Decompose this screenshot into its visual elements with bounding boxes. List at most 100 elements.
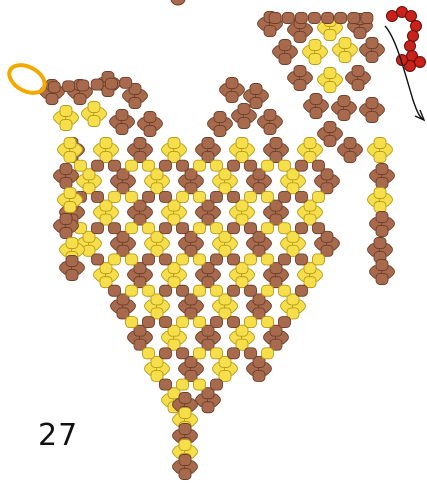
brown-bead xyxy=(213,125,227,137)
brown-bead xyxy=(334,12,348,24)
brown-bead xyxy=(269,262,283,275)
yellow-bead xyxy=(338,37,352,49)
yellow-bead xyxy=(59,105,73,117)
yellow-bead xyxy=(286,182,300,195)
brown-bead xyxy=(320,182,334,195)
yellow-bead xyxy=(312,253,325,266)
yellow-bead xyxy=(308,39,322,51)
brown-bead xyxy=(45,93,59,105)
brown-bead xyxy=(343,137,357,149)
yellow-bead xyxy=(323,29,337,41)
brown-bead xyxy=(323,135,337,147)
brown-bead xyxy=(128,97,142,109)
brown-bead xyxy=(225,77,239,89)
brown-bead xyxy=(59,163,73,175)
brown-bead xyxy=(244,347,257,360)
yellow-bead xyxy=(59,119,73,131)
brown-bead xyxy=(269,199,283,212)
brown-bead xyxy=(337,109,351,121)
yellow-bead xyxy=(218,307,232,320)
yellow-bead xyxy=(63,151,77,163)
brown-bead xyxy=(116,182,130,195)
yellow-bead xyxy=(218,293,232,306)
brown-bead xyxy=(91,222,104,235)
red-bead xyxy=(404,40,416,52)
yellow-bead xyxy=(193,159,206,172)
brown-bead xyxy=(133,151,147,163)
yellow-bead xyxy=(167,151,181,163)
brown-bead xyxy=(269,276,283,289)
yellow-bead xyxy=(176,378,189,391)
brown-bead xyxy=(116,168,130,181)
brown-bead xyxy=(252,370,266,382)
yellow-bead xyxy=(125,316,138,328)
brown-bead xyxy=(201,199,215,212)
yellow-bead xyxy=(261,253,274,266)
yellow-bead xyxy=(278,284,291,297)
yellow-bead xyxy=(82,168,96,181)
brown-bead xyxy=(263,25,277,37)
brown-bead xyxy=(59,177,73,189)
brown-bead xyxy=(108,222,121,235)
brown-bead xyxy=(142,253,155,266)
bead-grid xyxy=(39,11,395,480)
yellow-bead xyxy=(278,159,291,172)
yellow-bead xyxy=(210,159,223,172)
yellow-bead xyxy=(167,137,181,149)
brown-bead xyxy=(201,276,215,289)
brown-bead xyxy=(269,151,283,163)
brown-bead xyxy=(201,324,215,337)
brown-bead xyxy=(116,293,130,306)
brown-bead xyxy=(184,168,198,181)
brown-bead xyxy=(159,159,172,172)
brown-bead xyxy=(249,83,263,95)
yellow-bead xyxy=(244,253,257,266)
yellow-bead xyxy=(193,253,206,266)
yellow-bead xyxy=(125,222,138,235)
yellow-bead xyxy=(65,237,79,249)
brown-bead xyxy=(142,190,155,203)
brown-bead xyxy=(365,111,379,123)
brown-bead xyxy=(244,284,257,297)
brown-bead xyxy=(312,222,325,235)
yellow-bead xyxy=(286,230,300,243)
brown-bead xyxy=(307,12,321,24)
brown-bead xyxy=(269,338,283,351)
yellow-bead xyxy=(303,199,317,212)
yellow-bead xyxy=(286,293,300,306)
yellow-bead xyxy=(218,356,232,368)
yellow-bead xyxy=(150,182,164,195)
yellow-bead xyxy=(303,262,317,275)
brown-bead xyxy=(133,276,147,289)
yellow-bead xyxy=(210,222,223,235)
brown-bead xyxy=(225,91,239,103)
yellow-bead xyxy=(235,137,249,149)
red-bead xyxy=(404,60,416,72)
brown-bead xyxy=(252,244,266,257)
brown-bead xyxy=(337,95,351,107)
brown-bead xyxy=(365,37,379,49)
yellow-bead xyxy=(178,407,192,419)
yellow-bead xyxy=(142,347,155,360)
yellow-bead xyxy=(125,284,138,297)
brown-bead xyxy=(278,316,291,328)
brown-bead xyxy=(201,262,215,275)
brown-bead xyxy=(309,107,323,119)
brown-bead xyxy=(184,293,198,306)
brown-bead xyxy=(62,80,76,93)
yellow-bead xyxy=(235,151,249,163)
yellow-bead xyxy=(286,244,300,257)
brown-bead xyxy=(227,190,240,203)
brown-bead xyxy=(227,159,240,172)
brown-bead xyxy=(91,159,104,172)
yellow-bead xyxy=(261,347,274,360)
brown-bead xyxy=(351,79,365,91)
brown-bead xyxy=(184,182,198,195)
yellow-bead xyxy=(150,244,164,257)
yellow-bead xyxy=(167,262,181,275)
brown-bead xyxy=(201,151,215,163)
brown-bead xyxy=(269,324,283,337)
brown-bead xyxy=(365,97,379,109)
yellow-bead xyxy=(312,190,325,203)
